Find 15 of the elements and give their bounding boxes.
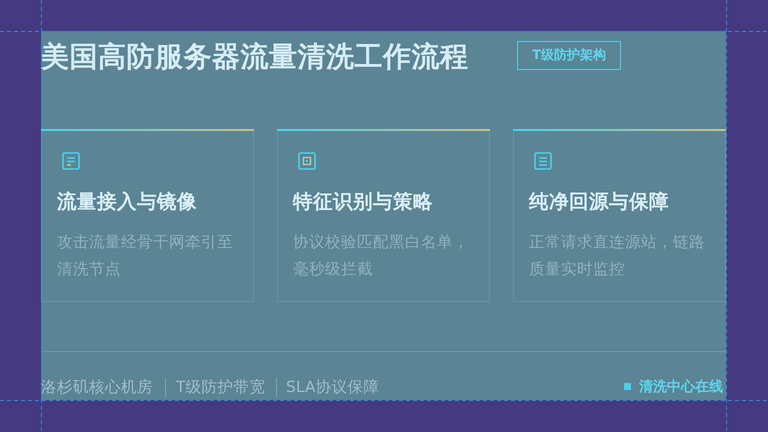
step-description: 攻击流量经骨干网牵引至清洗节点 (57, 232, 234, 280)
footer-text: SLA协议保障 (286, 377, 380, 398)
footer-text: T级防护带宽 (176, 377, 266, 398)
step-description: 协议校验匹配黑白名单，毫秒级拦截 (293, 232, 470, 280)
footer-text: 洛杉矶核心机房 (41, 377, 153, 398)
step-card (513, 129, 726, 302)
step-card (277, 129, 490, 302)
step-card (41, 129, 254, 302)
status-text: 清洗中心在线 (639, 378, 723, 397)
step-heading: 特征识别与策略 (293, 189, 433, 215)
architecture-tag: T级防护架构 (517, 41, 621, 70)
step-heading: 流量接入与镜像 (57, 189, 197, 215)
step-heading: 纯净回源与保障 (529, 189, 669, 215)
step-description: 正常请求直连源站，链路质量实时监控 (529, 232, 706, 280)
diagram-title: 美国高防服务器流量清洗工作流程 (41, 39, 468, 75)
